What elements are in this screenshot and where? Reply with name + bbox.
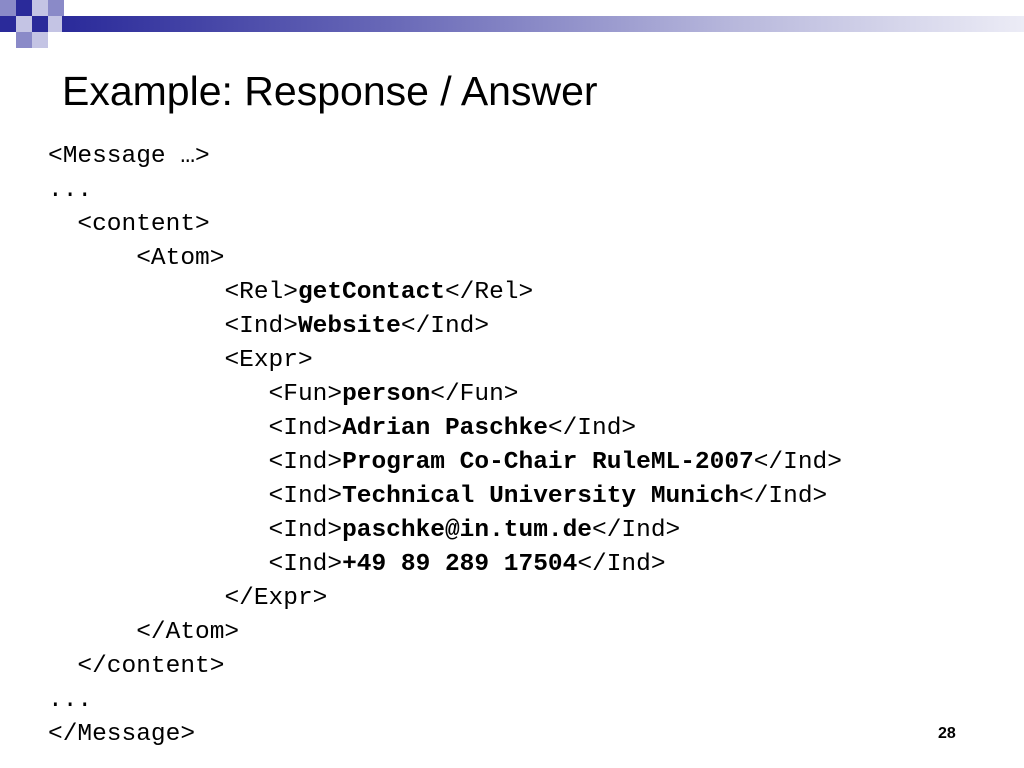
page-number: 28: [938, 725, 956, 742]
code-value: getContact: [297, 279, 445, 306]
code-tag-open: <Rel>: [224, 279, 298, 306]
code-value: Website: [297, 313, 401, 340]
code-line: <Atom>: [48, 242, 842, 276]
code-indent: [48, 347, 224, 374]
code-indent: [48, 279, 224, 306]
code-tag-close: </Fun>: [430, 381, 519, 408]
code-indent: [48, 517, 269, 544]
code-tag-open: <Message …>: [48, 143, 210, 170]
code-tag-open: </Message>: [48, 721, 196, 748]
code-line: <Fun>person</Fun>: [48, 378, 842, 412]
xml-code-block: <Message …>... <content> <Atom> <Rel>get…: [48, 140, 842, 752]
logo-square: [48, 0, 64, 16]
code-tag-open: ...: [48, 687, 93, 714]
code-indent: [48, 449, 269, 476]
code-indent: [48, 619, 136, 646]
logo-square: [48, 16, 64, 32]
code-indent: [48, 381, 269, 408]
code-value: Program Co-Chair RuleML-2007: [342, 449, 754, 476]
code-tag-close: </Rel>: [444, 279, 534, 306]
code-line: <Expr>: [48, 344, 842, 378]
code-line: <Ind>Program Co-Chair RuleML-2007</Ind>: [48, 446, 842, 480]
code-indent: [48, 211, 77, 238]
code-indent: [48, 245, 136, 272]
code-indent: [48, 483, 269, 510]
code-tag-open: ...: [48, 177, 93, 204]
code-tag-open: <Expr>: [224, 347, 313, 374]
logo-square: [16, 0, 32, 16]
code-line: <Rel>getContact</Rel>: [48, 276, 842, 310]
code-tag-open: <Ind>: [268, 483, 343, 510]
logo-square: [16, 16, 32, 32]
code-line: <Ind>Website</Ind>: [48, 310, 842, 344]
code-tag-open: <Ind>: [268, 551, 343, 578]
title-gradient-band: [62, 16, 1024, 32]
code-indent: [48, 653, 77, 680]
code-tag-close: </Ind>: [592, 517, 681, 544]
code-tag-open: </Atom>: [136, 619, 240, 646]
code-tag-open: <Fun>: [268, 381, 343, 408]
code-line: <Ind>Adrian Paschke</Ind>: [48, 412, 842, 446]
code-tag-open: <Ind>: [224, 313, 298, 340]
code-tag-close: </Ind>: [753, 449, 842, 476]
slide-title: Example: Response / Answer: [62, 68, 598, 114]
code-line: <Ind>Technical University Munich</Ind>: [48, 480, 842, 514]
code-value: Technical University Munich: [342, 483, 740, 510]
code-value: Adrian Paschke: [342, 415, 548, 442]
code-tag-close: </Ind>: [400, 313, 490, 340]
logo-square: [0, 16, 16, 32]
code-line: </Expr>: [48, 582, 842, 616]
code-line: ...: [48, 684, 842, 718]
code-line: <Message …>: [48, 140, 842, 174]
code-indent: [48, 551, 269, 578]
code-tag-open: <Atom>: [136, 245, 225, 272]
code-tag-close: </Ind>: [547, 415, 637, 442]
code-tag-open: </content>: [77, 653, 225, 680]
code-line: ...: [48, 174, 842, 208]
code-line: <Ind>paschke@in.tum.de</Ind>: [48, 514, 842, 548]
code-value: +49 89 289 17504: [342, 551, 578, 578]
code-line: </Atom>: [48, 616, 842, 650]
code-line: </Message>: [48, 718, 842, 752]
code-tag-close: </Ind>: [577, 551, 666, 578]
logo-square: [16, 32, 32, 48]
code-line: <Ind>+49 89 289 17504</Ind>: [48, 548, 842, 582]
logo-square: [32, 32, 48, 48]
code-line: <content>: [48, 208, 842, 242]
checker-squares-logo-icon: [0, 0, 80, 60]
code-indent: [48, 313, 224, 340]
logo-square: [32, 16, 48, 32]
code-line: </content>: [48, 650, 842, 684]
code-value: paschke@in.tum.de: [342, 517, 593, 544]
code-tag-close: </Ind>: [739, 483, 828, 510]
logo-square: [0, 0, 16, 16]
code-tag-open: <Ind>: [268, 517, 343, 544]
code-tag-open: </Expr>: [224, 585, 328, 612]
code-indent: [48, 585, 224, 612]
code-value: person: [342, 381, 431, 408]
code-tag-open: <Ind>: [268, 449, 343, 476]
code-tag-open: <Ind>: [268, 415, 343, 442]
logo-square: [32, 0, 48, 16]
code-indent: [48, 415, 269, 442]
code-tag-open: <content>: [77, 211, 210, 238]
